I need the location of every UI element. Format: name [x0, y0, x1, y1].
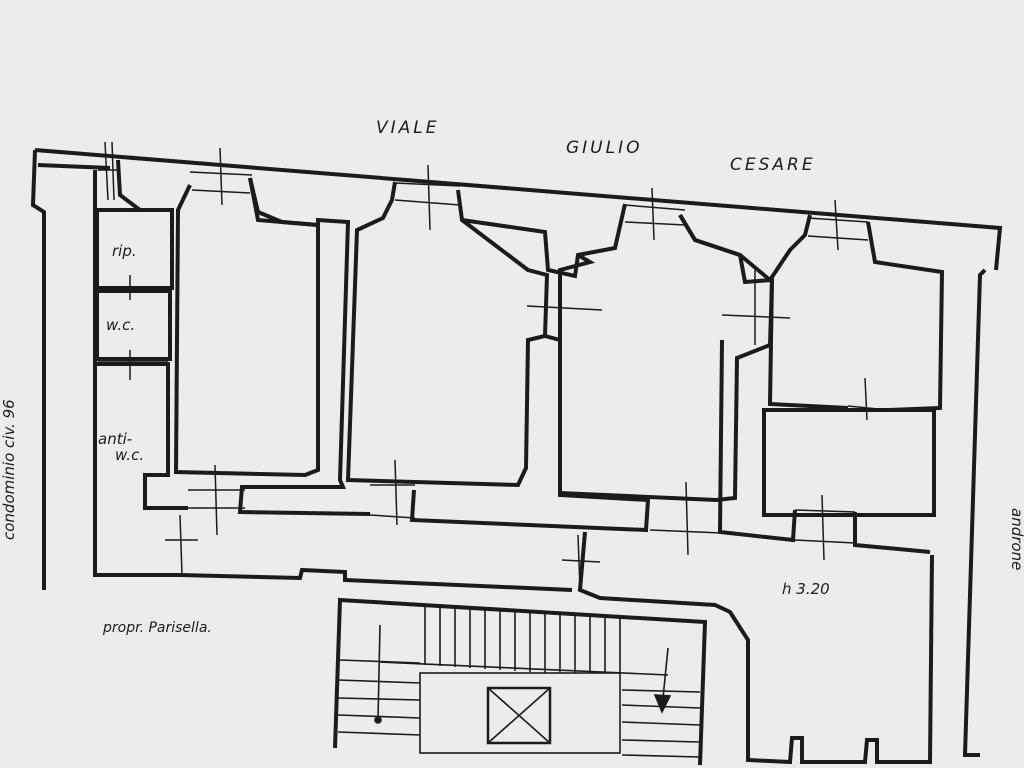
corridor-lower-wall [179, 567, 573, 592]
right-outer-wall [962, 268, 987, 757]
left-outer-wall [30, 149, 46, 590]
street-label-viale: VIALE [376, 118, 440, 138]
height-note: h 3.20 [782, 580, 830, 598]
street-label-cesare: CESARE [730, 155, 816, 175]
door-9 [165, 514, 198, 576]
room-2 [345, 181, 550, 488]
openings [98, 141, 889, 591]
stair-landing-box [419, 672, 621, 754]
door-10 [561, 534, 601, 591]
elevator-cross [487, 687, 551, 744]
room-label-antiwc: w.c. [115, 446, 144, 464]
stair-start-dot [374, 716, 382, 724]
window-5 [807, 199, 869, 251]
door-7 [649, 481, 723, 556]
room-5-door-wall [717, 339, 931, 554]
stair-arrowhead [653, 694, 672, 714]
room-label-rip: rip. [112, 242, 137, 260]
door-4 [526, 280, 603, 332]
window-1 [98, 141, 118, 201]
room-wc [95, 289, 172, 361]
staircase [337, 604, 701, 758]
room-label-anti: anti- [98, 430, 132, 448]
room-label-wc: w.c. [106, 316, 135, 334]
door-5 [721, 270, 791, 345]
street-label-giulio: GIULIO [566, 138, 643, 158]
door-3 [369, 459, 416, 526]
door-2 [188, 464, 245, 536]
room-1 [116, 159, 320, 478]
window-2 [189, 147, 253, 206]
facade-outer-wall [34, 148, 1003, 271]
door-8 [794, 494, 856, 561]
stairwell-wall [333, 597, 708, 766]
side-label-left: condominio civ. 96 [0, 399, 18, 540]
neighbor-label: propr. Parisella. [102, 620, 212, 636]
corridor-right-wall [577, 531, 934, 765]
door-6 [847, 377, 889, 421]
pier-2 [461, 203, 627, 279]
window-4 [624, 187, 686, 241]
room-antiwc [97, 362, 188, 510]
elevator-shaft [486, 686, 552, 745]
room-5 [762, 408, 936, 517]
facade-inner-wall [37, 163, 111, 170]
stair-treads-top [379, 604, 669, 676]
window-3 [394, 164, 461, 231]
side-label-right: androne [1008, 508, 1024, 570]
door-1 [98, 275, 168, 380]
